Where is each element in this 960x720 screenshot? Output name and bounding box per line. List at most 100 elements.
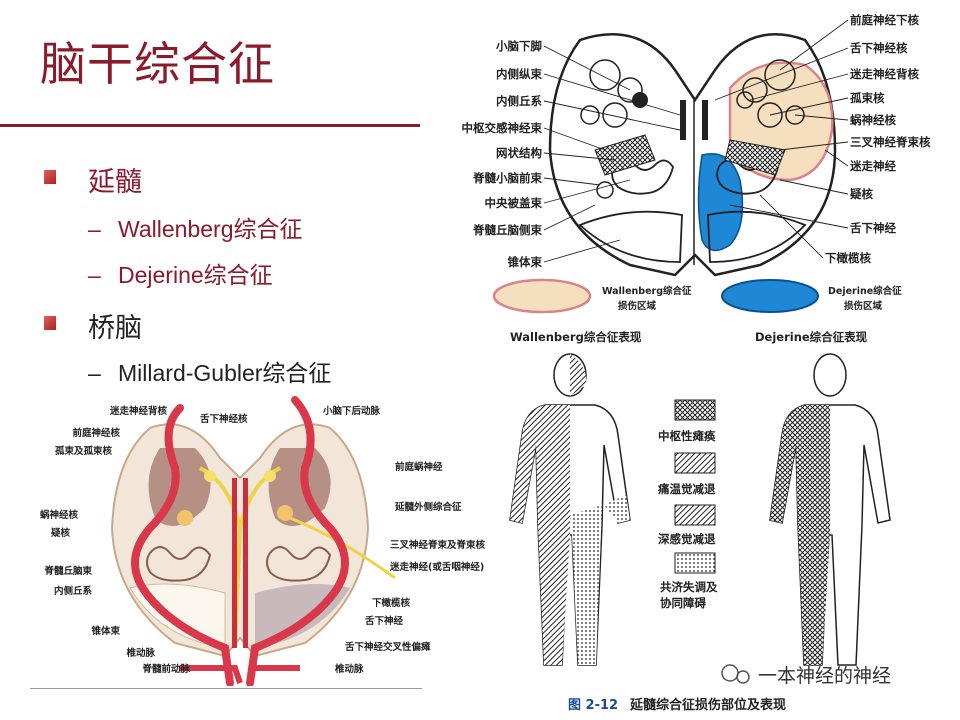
artery-bottom <box>180 665 300 684</box>
body-right-dots <box>570 495 630 665</box>
nucleus-circle <box>764 59 796 91</box>
pyramid-right <box>707 210 807 263</box>
label-medial-lemniscus: 内侧丘系 <box>54 585 93 597</box>
bottom-divider <box>30 688 422 689</box>
nucleus-dot <box>204 470 216 482</box>
head-right-hatch <box>570 354 587 396</box>
sub-bullet-dejerine: –Dejerine综合征 <box>88 262 273 288</box>
legend-wallenberg-sublabel: 损伤区域 <box>618 300 657 312</box>
label-cochlear-nucleus: 蜗神经核 <box>40 509 79 521</box>
nucleus-circle <box>742 77 768 103</box>
label-vagus-nerve: 迷走神经 <box>849 159 896 173</box>
legend-pain-temp: 痛温觉减退 <box>657 482 716 496</box>
label-hypoglossal-nerve: 舌下神经 <box>365 615 404 627</box>
legend-wallenberg-swatch <box>492 278 592 314</box>
body-symptoms-diagram: Wallenberg综合征表现 Dejerine综合征表现 中枢性瘫痪 痛温觉减… <box>509 330 891 713</box>
label-vagus-glossopharyngeal: 迷走神经(或舌咽神经) <box>389 561 484 573</box>
label-medial-lemniscus: 内侧丘系 <box>496 94 542 108</box>
bullet-square-icon <box>44 170 56 184</box>
wechat-icon-small <box>736 670 750 684</box>
nucleus-circle <box>785 105 805 125</box>
slide-title: 脑干综合征 <box>40 37 275 91</box>
olive-left <box>146 546 212 582</box>
label-central-sympathetic: 中枢交感神经束 <box>462 121 543 135</box>
label-inferior-vestibular: 前庭神经下核 <box>850 13 919 27</box>
body-left-crosshatch <box>770 405 830 665</box>
tract-hatch-left <box>594 134 656 176</box>
label-spinal-trigeminal: 三叉神经脊束及脊束核 <box>390 539 486 551</box>
wallenberg-manifestation-title: Wallenberg综合征表现 <box>510 330 642 344</box>
figure-number: 图 2-12 <box>568 698 618 713</box>
nucleus-circle <box>596 181 614 199</box>
figure-caption: 延髓综合征损伤部位及表现 <box>629 697 786 713</box>
left-label-group: 小脑下脚 内侧纵束 内侧丘系 中枢交感神经束 网状结构 脊髓小脑前束 中央被盖束… <box>462 39 681 269</box>
wallenberg-body-figure <box>509 353 631 666</box>
label-mlf: 内侧纵束 <box>496 67 542 81</box>
label-anterior-spinal-artery: 脊髓前动脉 <box>141 663 190 675</box>
midline-bar <box>680 100 686 140</box>
artery-right <box>246 396 349 686</box>
label-vertebral-artery-right: 椎动脉 <box>334 663 364 675</box>
label-solitary-tract: 孤束及孤束核 <box>55 445 113 457</box>
label-hypoglossal-nucleus: 舌下神经核 <box>850 41 908 55</box>
bullet-medulla-text: 延髓 <box>88 167 142 198</box>
color-medulla-illustration: 迷走神经背核 舌下神经核 小脑下后动脉 前庭神经核 孤束及孤束核 蜗神经核 疑核… <box>40 396 486 686</box>
label-spinal-trigeminal: 三叉神经脊束核 <box>850 135 931 149</box>
label-nucleus-ambiguus: 疑核 <box>850 187 873 201</box>
label-pyramidal-tract: 锥体束 <box>91 625 120 637</box>
watermark: 一本神经的神经 <box>721 664 891 687</box>
sub-bullet-millard-gubler: –Millard-Gubler综合征 <box>88 360 332 386</box>
nucleus-circle <box>589 59 621 91</box>
nucleus-circle <box>602 102 628 128</box>
label-lateral-medullary: 延髓外侧综合征 <box>394 501 462 513</box>
legend-central-paralysis: 中枢性瘫痪 <box>658 429 716 443</box>
label-hypoglossal-hemiplegia: 舌下神经交叉性偏瘫 <box>345 641 431 653</box>
legend-ataxia: 共济失调及 <box>660 580 718 594</box>
legend-swatch-central-paralysis <box>674 399 716 421</box>
nucleus-circle <box>580 105 600 125</box>
midline-red <box>243 478 248 648</box>
right-label-group: 前庭神经下核 舌下神经核 迷走神经背核 孤束核 蜗神经核 三叉神经脊束核 迷走神… <box>714 13 931 265</box>
midline-bar <box>702 100 708 140</box>
label-nucleus-ambiguus: 疑核 <box>51 527 71 539</box>
label-spinothalamic: 脊髓丘脑束 <box>43 565 92 577</box>
legend-wallenberg-label: Wallenberg综合征 <box>602 285 692 297</box>
olive-right <box>266 546 332 582</box>
label-hypoglossal-nerve: 舌下神经 <box>850 221 896 235</box>
dejerine-body-figure <box>769 353 891 666</box>
label-lateral-spinothalamic: 脊髓丘脑侧束 <box>472 223 542 237</box>
bullet-pons-text: 桥脑 <box>88 313 142 344</box>
sub-bullet-wallenberg: –Wallenberg综合征 <box>88 216 303 242</box>
dejerine-manifestation-title: Dejerine综合征表现 <box>755 330 868 344</box>
label-central-tegmental: 中央被盖束 <box>485 196 543 210</box>
legend-dejerine-swatch <box>721 279 819 313</box>
title-divider <box>0 124 420 127</box>
label-inferior-olive: 下橄榄核 <box>825 251 871 265</box>
tract-hatch-right <box>724 139 786 176</box>
left-leader-lines <box>543 45 681 263</box>
label-pyramidal-tract: 锥体束 <box>508 255 543 269</box>
label-reticular-formation: 网状结构 <box>496 146 542 160</box>
legend-ataxia-line2: 协同障碍 <box>660 596 706 610</box>
label-inferior-olive: 下橄榄核 <box>372 597 411 609</box>
label-pica: 小脑下后动脉 <box>322 405 381 417</box>
nucleus-circle <box>757 102 783 128</box>
nucleus-dot <box>177 510 193 526</box>
legend-deep-sensation: 深感觉减退 <box>658 532 716 546</box>
legend-swatch-pain-temp <box>674 452 716 474</box>
label-cochlear-nucleus: 蜗神经核 <box>850 113 896 127</box>
label-anterior-spinocerebellar: 脊髓小脑前束 <box>472 171 542 185</box>
legend-dejerine-label: Dejerine综合征 <box>828 285 902 297</box>
nucleus-circle <box>617 77 643 103</box>
dejerine-region <box>697 153 744 252</box>
wechat-icon <box>721 664 739 682</box>
body-left-hatch <box>510 405 570 665</box>
label-vertebral-artery-left: 椎动脉 <box>125 647 155 659</box>
medulla-schematic-diagram: 小脑下脚 内侧纵束 内侧丘系 中枢交感神经束 网状结构 脊髓小脑前束 中央被盖束… <box>462 13 931 314</box>
bullet-square-icon <box>44 316 56 330</box>
head <box>813 353 847 397</box>
nucleus-dot <box>277 505 293 521</box>
label-inferior-cerebellar-peduncle: 小脑下脚 <box>495 39 542 53</box>
legend-dejerine-sublabel: 损伤区域 <box>844 300 883 312</box>
label-vestibular-nucleus: 前庭神经核 <box>72 427 120 439</box>
